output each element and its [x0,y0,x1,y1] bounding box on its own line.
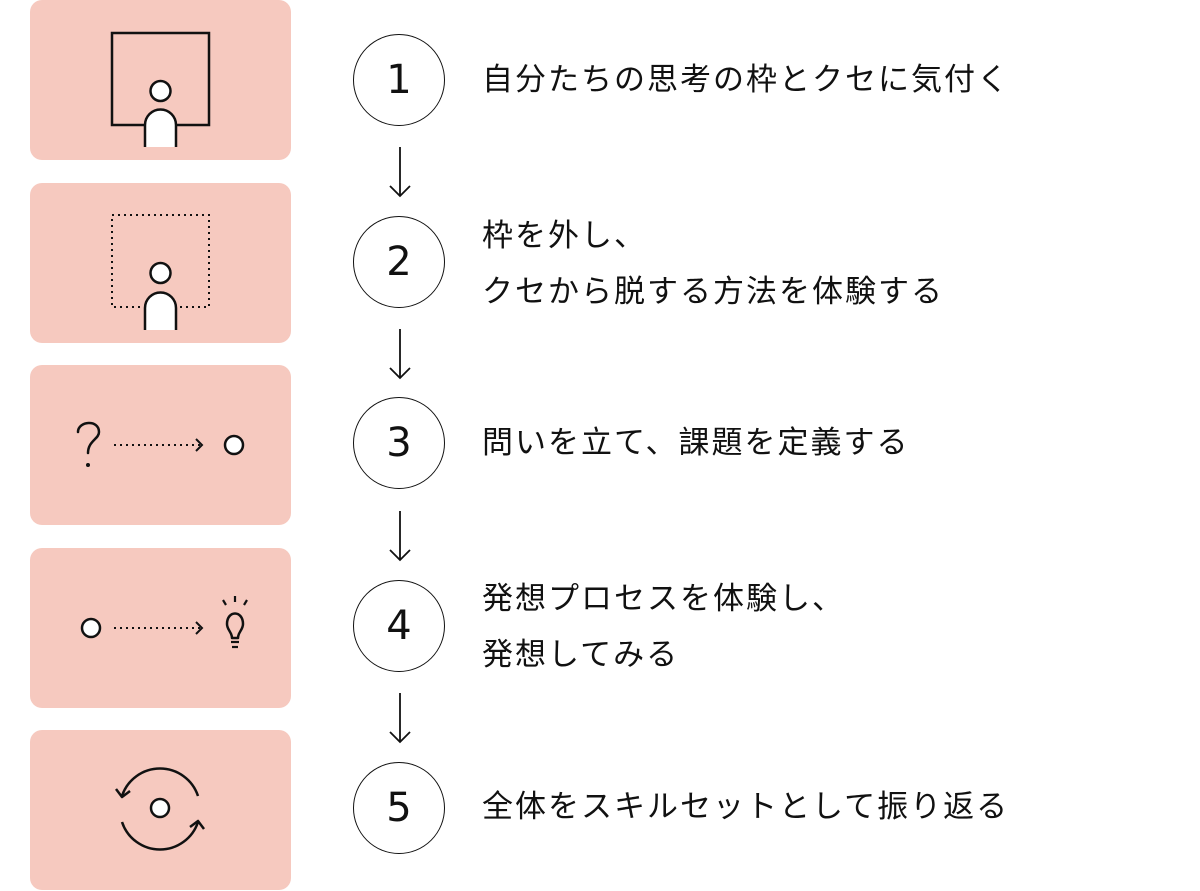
step-3-text: 問いを立て、課題を定義する [482,415,909,471]
step-2-text: 枠を外し、 クセから脱する方法を体験する [482,208,944,320]
question-to-circle-icon [76,421,245,467]
circle-to-lightbulb-icon [80,596,248,649]
person-in-solid-frame-icon [110,31,211,160]
arrow-down-icon [389,511,411,562]
cycle-arrows-icon [115,767,205,851]
step-3-line-1: 問いを立て、課題を定義する [482,425,910,461]
step-2-line-1: 枠を外し、 [482,218,647,254]
step-2-icon-card [30,183,291,343]
step-4-text: 発想プロセスを体験し、 発想してみる [482,571,845,683]
step-2-number: 2 [353,216,445,308]
step-4-line-2: 発想してみる [482,637,680,673]
step-4-icon-card [30,548,291,708]
arrow-down-icon [389,329,411,380]
step-1-text: 自分たちの思考の枠とクセに気付く [482,52,1010,108]
step-1-icon-card [30,0,291,160]
step-5-text: 全体をスキルセットとして振り返る [482,779,1009,835]
step-1-number: 1 [353,34,445,126]
question-mark-icon [76,421,101,467]
step-4-line-1: 発想プロセスを体験し、 [482,581,845,617]
step-3-number: 3 [353,397,445,489]
step-1-line-1: 自分たちの思考の枠とクセに気付く [482,62,1010,98]
step-2-line-2: クセから脱する方法を体験する [482,274,944,310]
step-5-number: 5 [353,762,445,854]
arrow-down-icon [389,147,411,198]
step-5-icon-card [30,730,291,890]
lightbulb-icon [222,596,248,649]
arrow-down-icon [389,693,411,744]
step-5-line-1: 全体をスキルセットとして振り返る [482,789,1010,825]
step-4-number: 4 [353,580,445,672]
step-3-icon-card [30,365,291,525]
person-in-dotted-frame-icon [111,214,210,343]
